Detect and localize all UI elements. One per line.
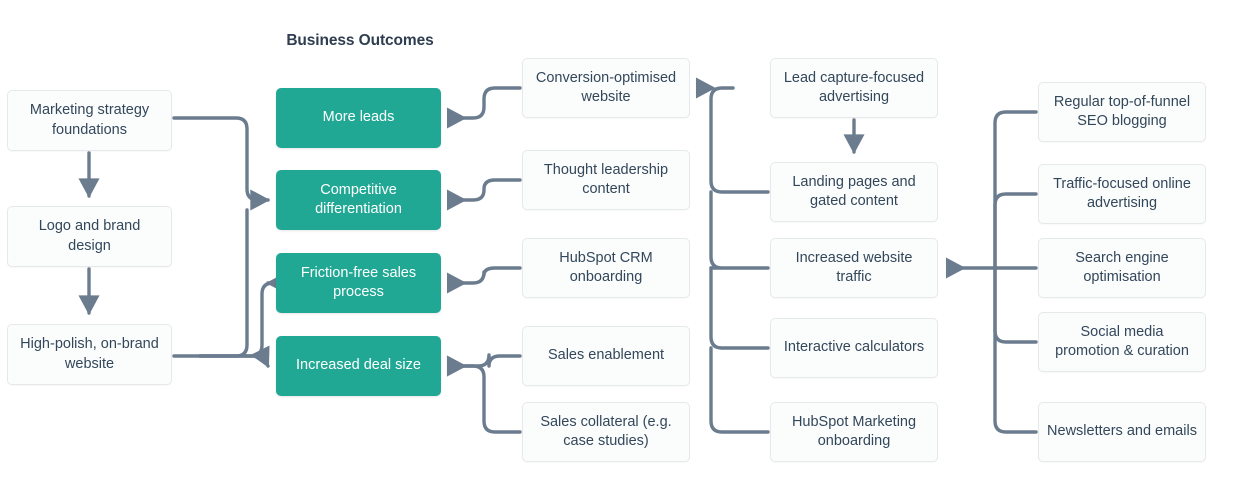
box-regular-top-of-funnel-seo-blogging[interactable]: Regular top-of-funnel SEO blogging xyxy=(1038,82,1206,142)
section-title-business-outcomes: Business Outcomes xyxy=(286,32,434,49)
box-competitive-differentiation[interactable]: Competitive differentiation xyxy=(276,170,441,230)
wire-strategy-to-differentiation xyxy=(172,116,271,211)
box-interactive-calculators[interactable]: Interactive calculators xyxy=(770,318,938,378)
box-increased-website-traffic[interactable]: Increased website traffic xyxy=(770,238,938,298)
box-increased-deal-size[interactable]: Increased deal size xyxy=(276,336,441,396)
wire-demand-branch-hubspot xyxy=(709,346,770,434)
box-high-polish-on-brand-website[interactable]: High-polish, on-brand website xyxy=(7,324,172,385)
box-more-leads[interactable]: More leads xyxy=(276,88,441,148)
wire-traffic-branch-seo xyxy=(993,110,1038,270)
wire-collateral-to-deal-size xyxy=(446,355,522,434)
wire-demand-trunk xyxy=(709,86,770,194)
box-thought-leadership-content[interactable]: Thought leadership content xyxy=(522,150,690,210)
box-friction-free-sales-process[interactable]: Friction-free sales process xyxy=(276,253,441,313)
box-marketing-strategy-foundations[interactable]: Marketing strategy foundations xyxy=(7,90,172,151)
box-hubspot-marketing-onboarding[interactable]: HubSpot Marketing onboarding xyxy=(770,402,938,462)
box-logo-and-brand-design[interactable]: Logo and brand design xyxy=(7,206,172,267)
box-sales-collateral[interactable]: Sales collateral (e.g. case studies) xyxy=(522,402,690,462)
wire-website-to-differentiation xyxy=(172,208,249,358)
wire-traffic-branch-social xyxy=(993,266,1038,344)
wire-demand-branch-traffic xyxy=(709,190,770,270)
wire-thought-to-differentiation xyxy=(446,178,522,211)
box-search-engine-optimisation[interactable]: Search engine optimisation xyxy=(1038,238,1206,298)
box-newsletters-and-emails[interactable]: Newsletters and emails xyxy=(1038,402,1206,462)
wire-conversion-to-more-leads xyxy=(446,86,522,129)
box-hubspot-crm-onboarding[interactable]: HubSpot CRM onboarding xyxy=(522,238,690,298)
box-conversion-optimised-website[interactable]: Conversion-optimised website xyxy=(522,58,690,118)
box-landing-pages-and-gated-content[interactable]: Landing pages and gated content xyxy=(770,162,938,222)
box-lead-capture-focused-advertising[interactable]: Lead capture-focused advertising xyxy=(770,58,938,118)
box-sales-enablement[interactable]: Sales enablement xyxy=(522,326,690,386)
wire-website-to-friction-free xyxy=(198,272,286,358)
wire-demand-branch-calculators xyxy=(709,266,770,350)
wire-website-to-deal-size xyxy=(198,345,270,368)
wire-crm-to-friction-free xyxy=(446,266,522,294)
box-social-media-promotion-curation[interactable]: Social media promotion & curation xyxy=(1038,312,1206,372)
wire-traffic-branch-ads xyxy=(993,192,1038,270)
box-traffic-focused-online-advertising[interactable]: Traffic-focused online advertising xyxy=(1038,164,1206,224)
wire-enablement-to-deal-size xyxy=(446,353,522,377)
wire-traffic-branch-news xyxy=(993,266,1038,434)
